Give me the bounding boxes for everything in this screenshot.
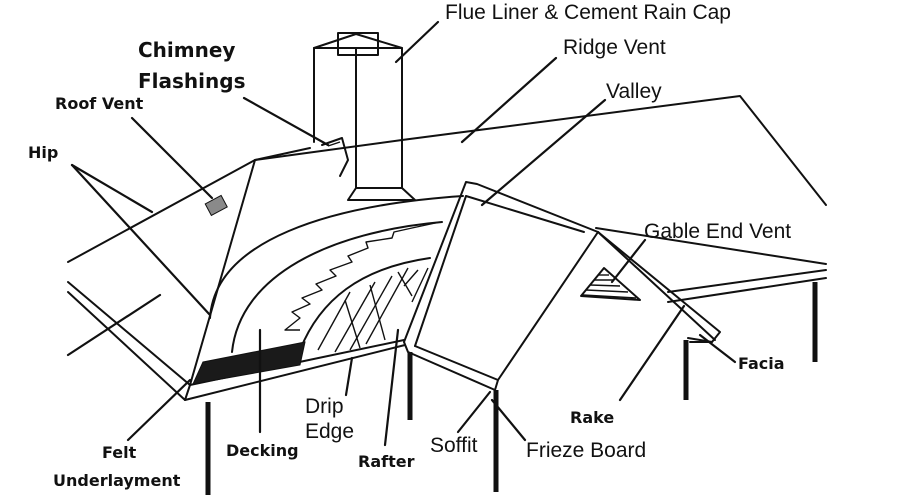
label-decking: Decking (226, 441, 299, 460)
label-edge: Edge (305, 420, 354, 443)
facia-pointer (698, 333, 737, 364)
label-gable-end-vent: Gable End Vent (644, 220, 791, 243)
hip-pointer-2 (70, 163, 212, 317)
label-rafter: Rafter (358, 452, 415, 471)
frieze-pointer (490, 398, 527, 442)
felt-pointer (126, 378, 192, 442)
flue-pointer (394, 20, 440, 64)
valley-area (209, 195, 464, 353)
posts (205, 282, 818, 495)
label-underlayment: Underlayment (53, 471, 181, 490)
hip-pointer-1 (70, 163, 154, 214)
label-valley: Valley (606, 80, 662, 103)
chimney (313, 32, 416, 201)
label-facia: Facia (738, 354, 785, 373)
rake-pointer (618, 304, 686, 402)
label-soffit: Soffit (430, 434, 478, 457)
label-roof-vent: Roof Vent (55, 94, 144, 113)
soffit-pointer (456, 390, 492, 434)
roof-vent-box (204, 194, 228, 217)
rafter-pointer (383, 328, 400, 447)
roof-vent-pointer (130, 116, 214, 200)
label-ridge-vent: Ridge Vent (563, 36, 666, 59)
ridge-vent-pointer (460, 56, 558, 144)
label-drip: Drip (305, 395, 344, 418)
label-felt: Felt (102, 443, 137, 462)
label-chimney-flashings-line1: Chimney (138, 38, 235, 62)
label-hip: Hip (28, 143, 58, 162)
gable-vent-pointer (610, 238, 647, 284)
label-frieze-board: Frieze Board (526, 439, 646, 462)
label-rake: Rake (570, 408, 614, 427)
main-roof (254, 95, 827, 303)
label-flue-liner: Flue Liner & Cement Rain Cap (445, 1, 731, 24)
underlayment-strip (192, 341, 306, 385)
drip-edge-pointer (344, 356, 354, 397)
valley-pointer (480, 98, 607, 207)
labels: Flue Liner & Cement Rain Cap Chimney Fla… (28, 1, 791, 490)
front-gable (403, 181, 721, 391)
label-chimney-flashings-line2: Flashings (138, 69, 245, 93)
chimney-flashings-pointer (242, 96, 330, 147)
hip-lower-pointer (66, 293, 162, 357)
pointer-lines (66, 20, 737, 447)
